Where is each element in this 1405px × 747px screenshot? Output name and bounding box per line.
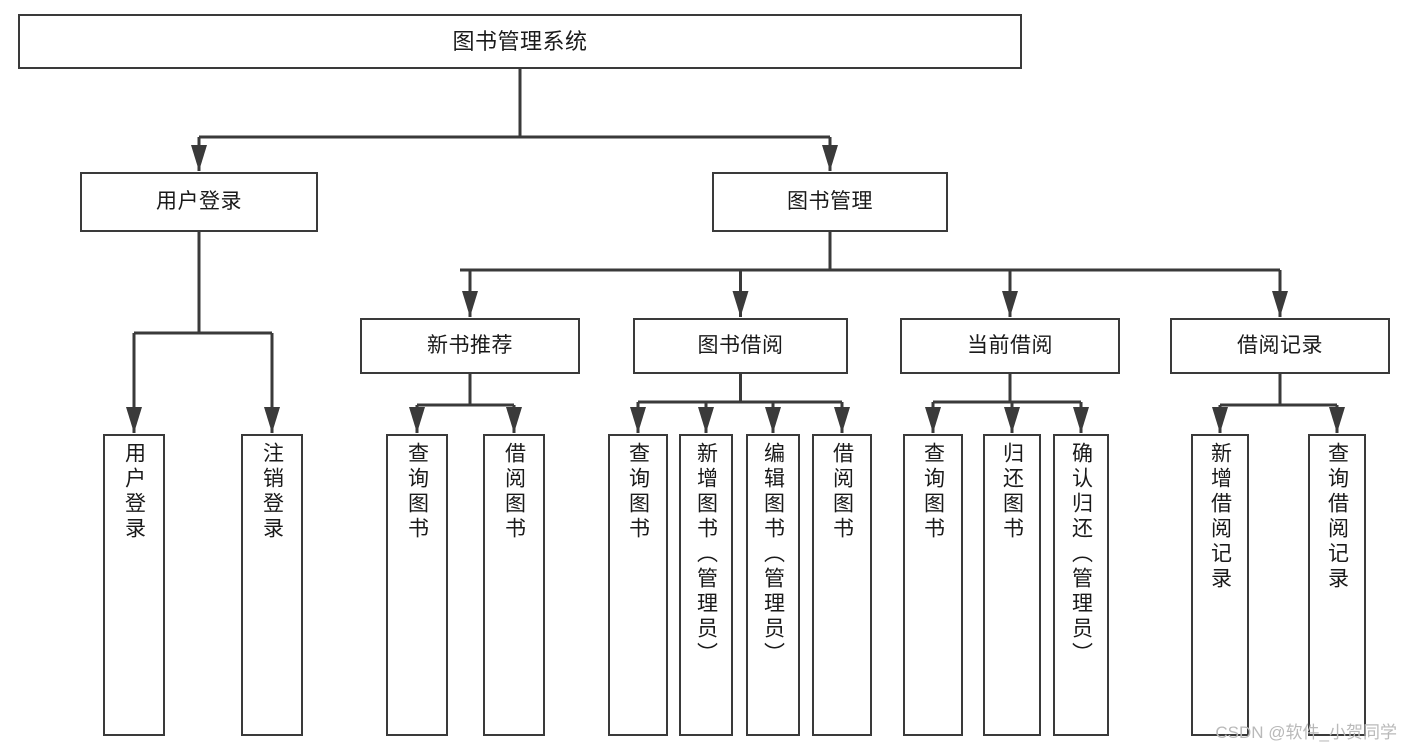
node-book-borrow[interactable]: 图书借阅	[633, 318, 848, 374]
node-label: 归还图书	[1000, 442, 1024, 542]
node-leaf-query-record[interactable]: 查询借阅记录	[1308, 434, 1366, 736]
node-leaf-user-login[interactable]: 用户登录	[103, 434, 165, 736]
node-label: 确认归还（管理员）	[1069, 442, 1093, 667]
node-label: 借阅记录	[1237, 333, 1323, 357]
node-label: 新书推荐	[427, 333, 513, 357]
node-label: 用户登录	[122, 442, 146, 542]
node-label: 借阅图书	[830, 442, 854, 542]
node-current-borrow[interactable]: 当前借阅	[900, 318, 1120, 374]
node-label: 查询图书	[921, 442, 945, 542]
node-label: 新增图书（管理员）	[694, 442, 718, 667]
node-leaf-edit-book[interactable]: 编辑图书（管理员）	[746, 434, 800, 736]
node-label: 图书借阅	[697, 333, 784, 357]
node-label: 图书管理	[787, 189, 873, 213]
node-label: 编辑图书（管理员）	[761, 442, 785, 667]
node-label: 用户登录	[156, 189, 242, 213]
node-book-manage[interactable]: 图书管理	[712, 172, 948, 232]
node-leaf-return-book[interactable]: 归还图书	[983, 434, 1041, 736]
node-label: 查询图书	[405, 442, 429, 542]
node-leaf-logout[interactable]: 注销登录	[241, 434, 303, 736]
node-leaf-confirm-return[interactable]: 确认归还（管理员）	[1053, 434, 1109, 736]
node-leaf-borrow-book-1[interactable]: 借阅图书	[483, 434, 545, 736]
node-label: 注销登录	[260, 442, 284, 542]
node-root[interactable]: 图书管理系统	[18, 14, 1022, 69]
node-label: 查询图书	[626, 442, 650, 542]
node-leaf-borrow-book-2[interactable]: 借阅图书	[812, 434, 872, 736]
node-leaf-query-book-3[interactable]: 查询图书	[903, 434, 963, 736]
node-user-login[interactable]: 用户登录	[80, 172, 318, 232]
watermark-text: CSDN @软件_小贺同学	[1215, 723, 1397, 742]
node-label: 新增借阅记录	[1208, 442, 1232, 592]
node-label: 图书管理系统	[452, 28, 588, 54]
node-label: 借阅图书	[502, 442, 526, 542]
node-label: 查询借阅记录	[1325, 442, 1349, 592]
node-leaf-add-record[interactable]: 新增借阅记录	[1191, 434, 1249, 736]
node-label: 当前借阅	[967, 333, 1053, 357]
node-leaf-query-book-1[interactable]: 查询图书	[386, 434, 448, 736]
node-borrow-record[interactable]: 借阅记录	[1170, 318, 1390, 374]
node-new-book-rec[interactable]: 新书推荐	[360, 318, 580, 374]
node-leaf-query-book-2[interactable]: 查询图书	[608, 434, 668, 736]
node-leaf-add-book[interactable]: 新增图书（管理员）	[679, 434, 733, 736]
